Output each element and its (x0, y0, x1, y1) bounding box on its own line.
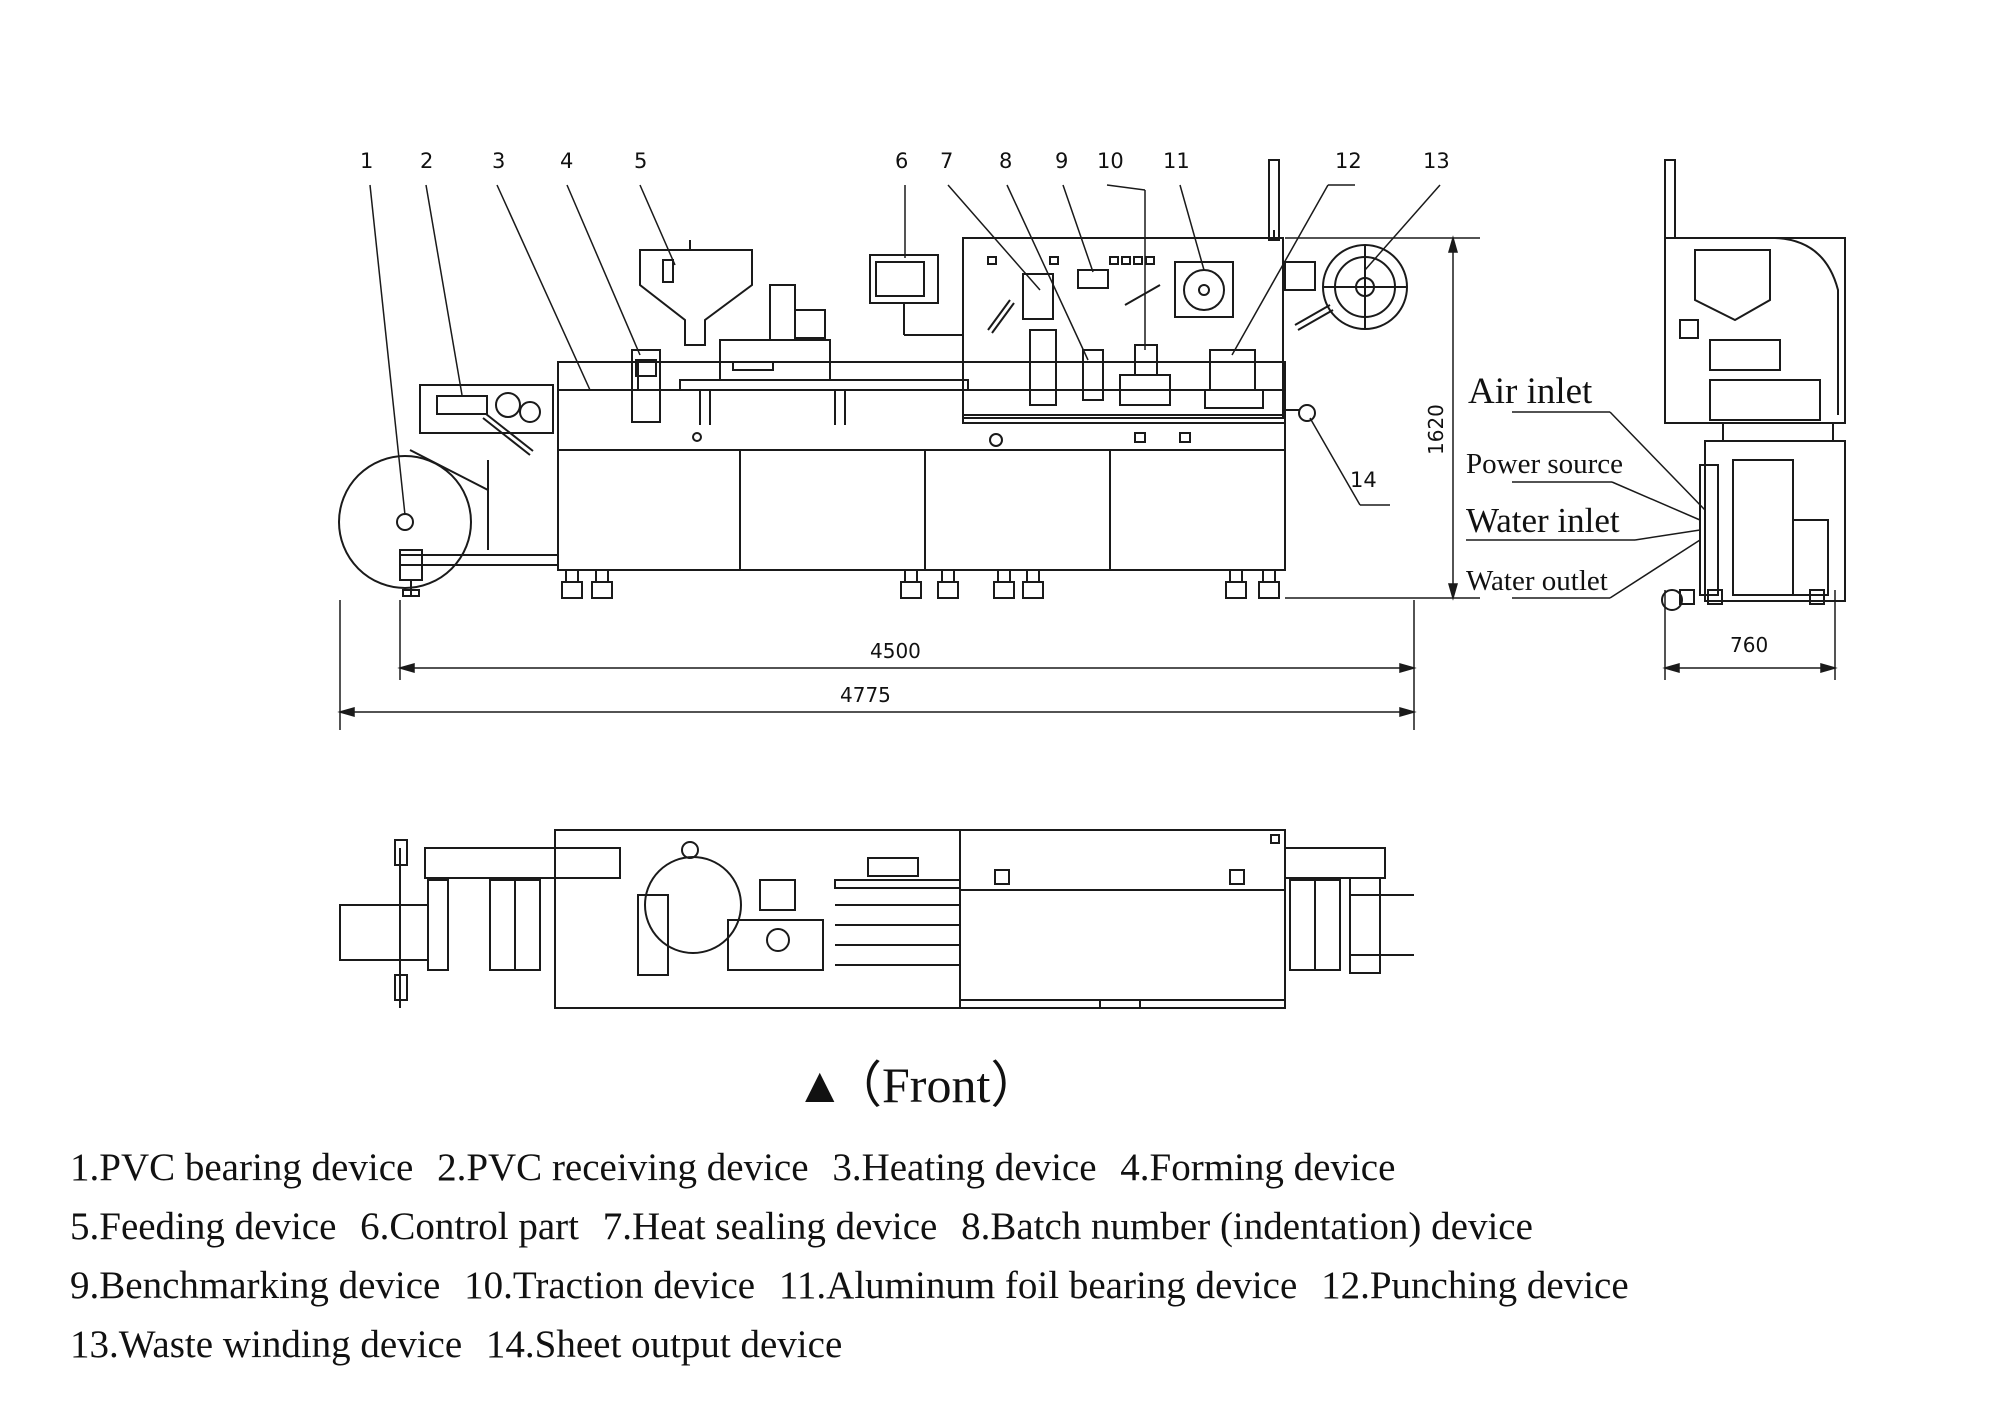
callout-6: 6 (895, 149, 908, 173)
connection-leaders (1466, 411, 1706, 599)
parts-legend: 1.PVC bearing device 2.PVC receiving dev… (70, 1138, 1970, 1374)
legend-item: 4.Forming device (1120, 1146, 1396, 1189)
dimension-4775: 4775 (840, 683, 891, 707)
callout-10: 10 (1097, 149, 1124, 173)
water-outlet-label: Water outlet (1466, 565, 1608, 597)
dimension-1620: 1620 (1424, 404, 1448, 455)
callout-5: 5 (634, 149, 647, 173)
legend-item: 1.PVC bearing device (70, 1146, 414, 1189)
callout-1: 1 (360, 149, 373, 173)
legend-line-2: 5.Feeding device 6.Control part 7.Heat s… (70, 1197, 1970, 1256)
callout-14: 14 (1350, 468, 1377, 492)
legend-item: 7.Heat sealing device (602, 1205, 938, 1248)
callout-12: 12 (1335, 149, 1362, 173)
dimension-lines (337, 235, 1480, 730)
callout-numbers: 1 2 3 4 5 6 7 8 9 10 11 12 13 14 (360, 149, 1450, 492)
plan-view (339, 829, 1414, 1009)
legend-item: 8.Batch number (indentation) device (961, 1205, 1533, 1248)
dimension-4500: 4500 (870, 639, 921, 663)
water-inlet-label: Water inlet (1466, 501, 1620, 540)
callout-2: 2 (420, 149, 433, 173)
callout-13: 13 (1423, 149, 1450, 173)
side-dimension (1662, 590, 1838, 680)
callout-4: 4 (560, 149, 573, 173)
power-source-label: Power source (1466, 448, 1623, 480)
side-view (1661, 159, 1846, 611)
legend-line-1: 1.PVC bearing device 2.PVC receiving dev… (70, 1138, 1970, 1197)
legend-item: 13.Waste winding device (70, 1323, 463, 1366)
legend-line-3: 9.Benchmarking device 10.Traction device… (70, 1256, 1970, 1315)
callout-9: 9 (1055, 149, 1068, 173)
legend-item: 14.Sheet output device (485, 1323, 843, 1366)
callout-7: 7 (940, 149, 953, 173)
callout-8: 8 (999, 149, 1012, 173)
front-marker-icon: ▲ (795, 1057, 845, 1113)
legend-item: 10.Traction device (464, 1264, 756, 1307)
legend-item: 9.Benchmarking device (70, 1264, 441, 1307)
callout-11: 11 (1163, 149, 1190, 173)
legend-line-4: 13.Waste winding device 14.Sheet output … (70, 1315, 1970, 1374)
legend-item: 6.Control part (360, 1205, 579, 1248)
callout-3: 3 (492, 149, 505, 173)
legend-item: 11.Aluminum foil bearing device (778, 1264, 1298, 1307)
legend-item: 3.Heating device (832, 1146, 1097, 1189)
front-view-label: （Front） (832, 1057, 1040, 1113)
callout-leaders (369, 184, 1441, 516)
legend-item: 5.Feeding device (70, 1205, 337, 1248)
legend-item: 2.PVC receiving device (437, 1146, 809, 1189)
machine-feet (561, 569, 1280, 599)
elevation-view (338, 159, 1408, 599)
legend-item: 12.Punching device (1321, 1264, 1629, 1307)
dimension-760: 760 (1730, 633, 1768, 657)
air-inlet-label: Air inlet (1468, 371, 1593, 412)
